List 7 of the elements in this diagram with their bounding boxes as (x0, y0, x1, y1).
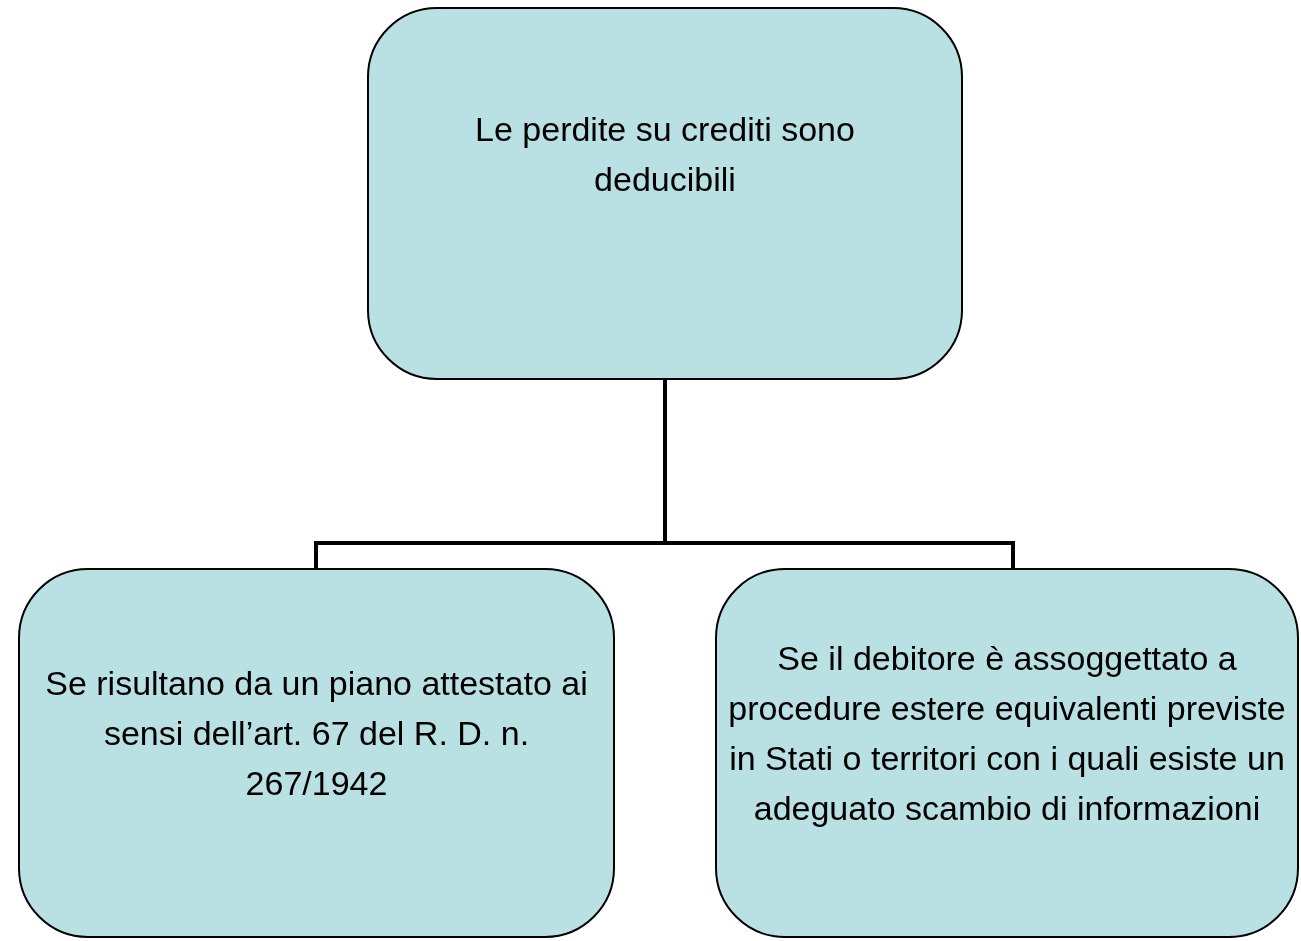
rounded-box (715, 568, 1299, 938)
box-text: Se risultano da un piano attestato ai sensi dell’art. 67 del R. D. n. 267/1942 (44, 663, 589, 804)
box-text: Le perdite su crediti sono deducibili (474, 108, 856, 200)
box-text: Se il debitore è assoggettato a procedure estere equivalenti previste in Stati o territori con i quali esiste un adeguato scambio di informazioni (727, 638, 1287, 829)
connector-line (663, 380, 1015, 568)
rounded-box (367, 7, 963, 380)
rounded-box (18, 568, 615, 938)
